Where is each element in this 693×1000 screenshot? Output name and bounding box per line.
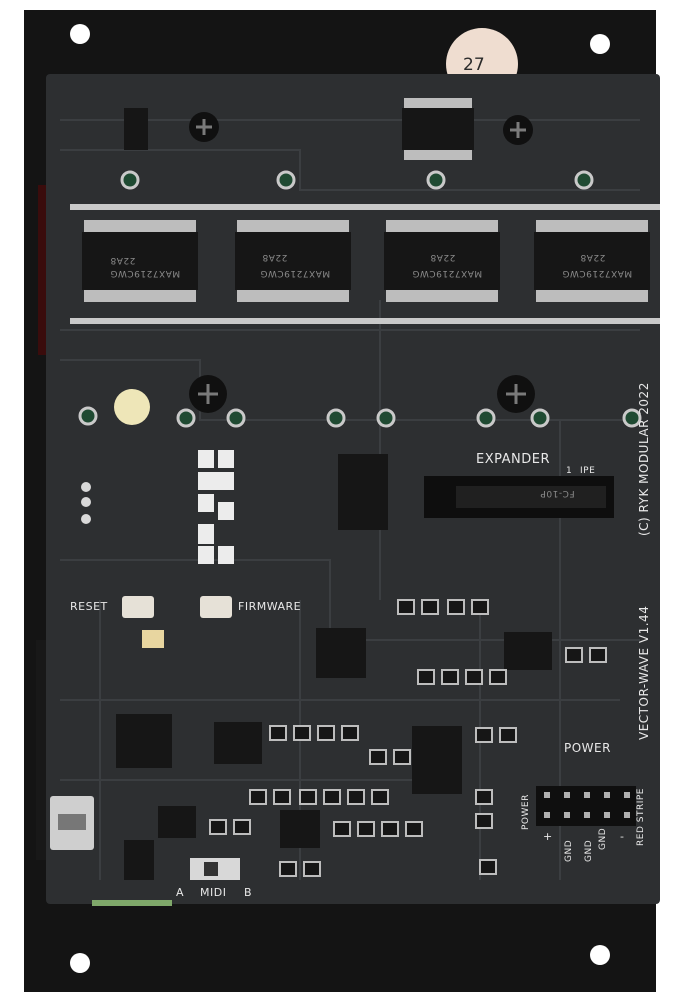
jack-edge <box>36 640 46 860</box>
chip-code-2: 22A8 <box>262 252 288 262</box>
mid-chip <box>504 632 552 670</box>
reset-button[interactable] <box>122 596 154 618</box>
midi-b-label: B <box>244 886 253 899</box>
expander-slot <box>456 486 606 508</box>
passive-components <box>209 599 607 877</box>
mid-chip <box>158 806 196 838</box>
mounting-hole <box>590 34 610 54</box>
power-vertical-label: POWER <box>521 794 531 830</box>
mounting-hole <box>70 953 90 973</box>
mid-chip <box>214 722 262 764</box>
small-chip <box>124 108 148 150</box>
expander-hint: 1 <box>566 466 573 476</box>
chip-label-1: MAX7219CWG <box>110 268 181 278</box>
gnd-label-2: GND <box>584 839 594 862</box>
logo-blocks <box>198 450 234 564</box>
gnd-label-3: GND <box>598 827 608 850</box>
left-header <box>81 482 91 524</box>
usb-port-opening <box>58 814 86 830</box>
jack-edge <box>38 185 46 355</box>
led <box>114 389 150 425</box>
green-pads <box>78 170 642 428</box>
midi-label: MIDI <box>200 886 227 899</box>
chip-label-3: MAX7219CWG <box>412 268 483 278</box>
chip-label-2: MAX7219CWG <box>260 268 331 278</box>
mcu-chip <box>116 714 172 768</box>
plus-sign: + <box>543 830 553 843</box>
mid-chip <box>316 628 366 678</box>
power-label: POWER <box>564 741 611 755</box>
mounting-hole <box>590 945 610 965</box>
chip-label-4: MAX7219CWG <box>562 268 633 278</box>
expander-label: EXPANDER <box>476 452 551 467</box>
center-chip <box>338 454 388 530</box>
sticker-number: 27 <box>463 55 485 75</box>
small-led <box>142 630 164 648</box>
expander-stripe: IPE <box>580 466 596 476</box>
header-pads <box>70 204 660 324</box>
version-label: VECTOR-WAVE V1.44 <box>637 605 651 740</box>
top-chip <box>402 108 474 150</box>
connector-label: FC-10P <box>540 488 575 498</box>
red-stripe-label: RED STRIPE <box>636 788 646 846</box>
mid-chip <box>412 726 462 794</box>
firmware-button[interactable] <box>200 596 232 618</box>
gnd-label-1: GND <box>564 839 574 862</box>
mid-chip <box>280 810 320 848</box>
chip-code-4: 22A8 <box>580 252 606 262</box>
pcb-green-edge <box>92 900 172 906</box>
top-chip-pins <box>404 98 472 108</box>
midi-a-label: A <box>176 886 185 899</box>
screw-slots <box>196 119 526 404</box>
chip-code-1: 22A8 <box>110 255 136 265</box>
top-chip-pins <box>404 150 472 160</box>
mounting-hole <box>70 24 90 44</box>
power-pins <box>544 792 630 818</box>
minus-sign: - <box>620 830 625 843</box>
firmware-label: FIRMWARE <box>238 600 302 613</box>
reset-label: RESET <box>70 600 108 613</box>
driver-chips <box>82 232 650 290</box>
chip-pins <box>84 220 648 302</box>
midi-switch-knob <box>204 862 218 876</box>
maker-label: (C) RYK MODULAR 2022 <box>637 382 651 536</box>
mid-chip <box>124 840 154 880</box>
chip-code-3: 22A8 <box>430 252 456 262</box>
